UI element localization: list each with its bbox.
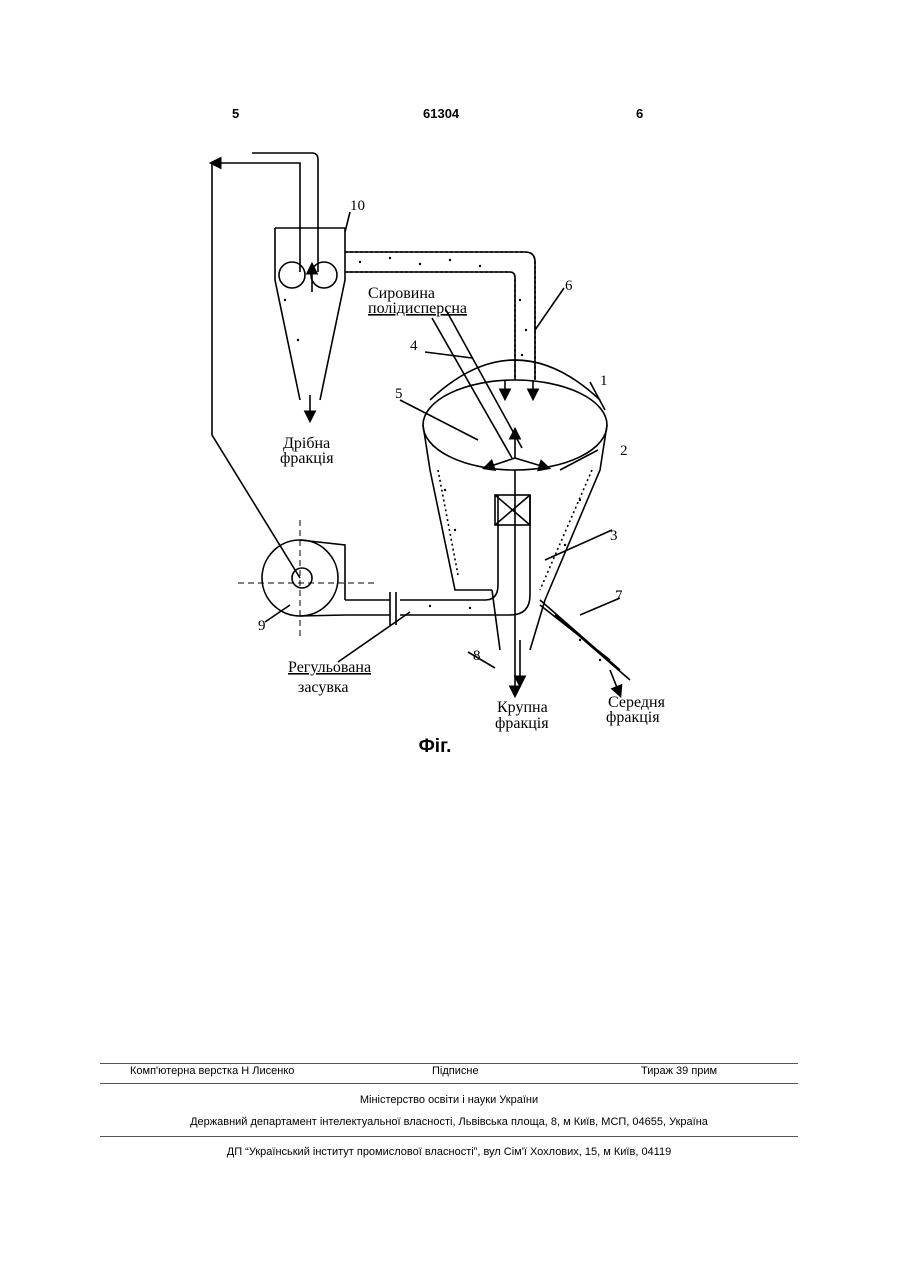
label-8: 8 bbox=[473, 648, 481, 664]
fine-fraction-line2: фракція bbox=[280, 450, 334, 467]
label-9: 9 bbox=[258, 618, 266, 634]
air-inlet-pipe bbox=[400, 495, 530, 615]
label-1: 1 bbox=[600, 373, 608, 389]
coarse-outlet bbox=[492, 590, 545, 650]
valve-line1: Регульована bbox=[288, 659, 371, 676]
return-line bbox=[212, 163, 300, 578]
label-10: 10 bbox=[350, 198, 365, 214]
valve-line2: засувка bbox=[298, 679, 349, 696]
medium-outlet bbox=[540, 600, 630, 680]
small-cyclone bbox=[275, 228, 345, 400]
classifier-diagram: 1 2 3 4 5 6 7 8 9 10 Сировина полідиспер… bbox=[0, 0, 900, 760]
coarse-fraction-line1: Крупна bbox=[497, 699, 548, 716]
label-2: 2 bbox=[620, 443, 628, 459]
footer-print-run: Тираж 39 прим bbox=[641, 1065, 717, 1077]
footer-ministry: Міністерство освіти і науки України bbox=[100, 1094, 798, 1106]
footer-institute: ДП “Український інститут промислової вла… bbox=[100, 1146, 798, 1158]
label-3: 3 bbox=[610, 528, 618, 544]
label-6: 6 bbox=[565, 278, 573, 294]
raw-material-line2: полідисперсна bbox=[368, 300, 467, 317]
label-5: 5 bbox=[395, 386, 403, 402]
footer-rule-bottom bbox=[100, 1136, 798, 1137]
figure-caption: Фіг. bbox=[0, 736, 870, 758]
label-7: 7 bbox=[615, 588, 623, 604]
medium-fraction-line2: фракція bbox=[606, 709, 660, 726]
footer-department: Державний департамент інтелектуальної вл… bbox=[100, 1116, 798, 1128]
exhaust-pipe bbox=[252, 153, 318, 272]
footer-layout-credit: Комп'ютерна верстка Н Лисенко bbox=[130, 1065, 294, 1077]
coarse-fraction-line2: фракція bbox=[495, 715, 549, 732]
footer-signed: Підписне bbox=[432, 1065, 479, 1077]
footer-rule-top bbox=[100, 1063, 798, 1064]
footer-rule-middle bbox=[100, 1083, 798, 1084]
label-4: 4 bbox=[410, 338, 418, 354]
